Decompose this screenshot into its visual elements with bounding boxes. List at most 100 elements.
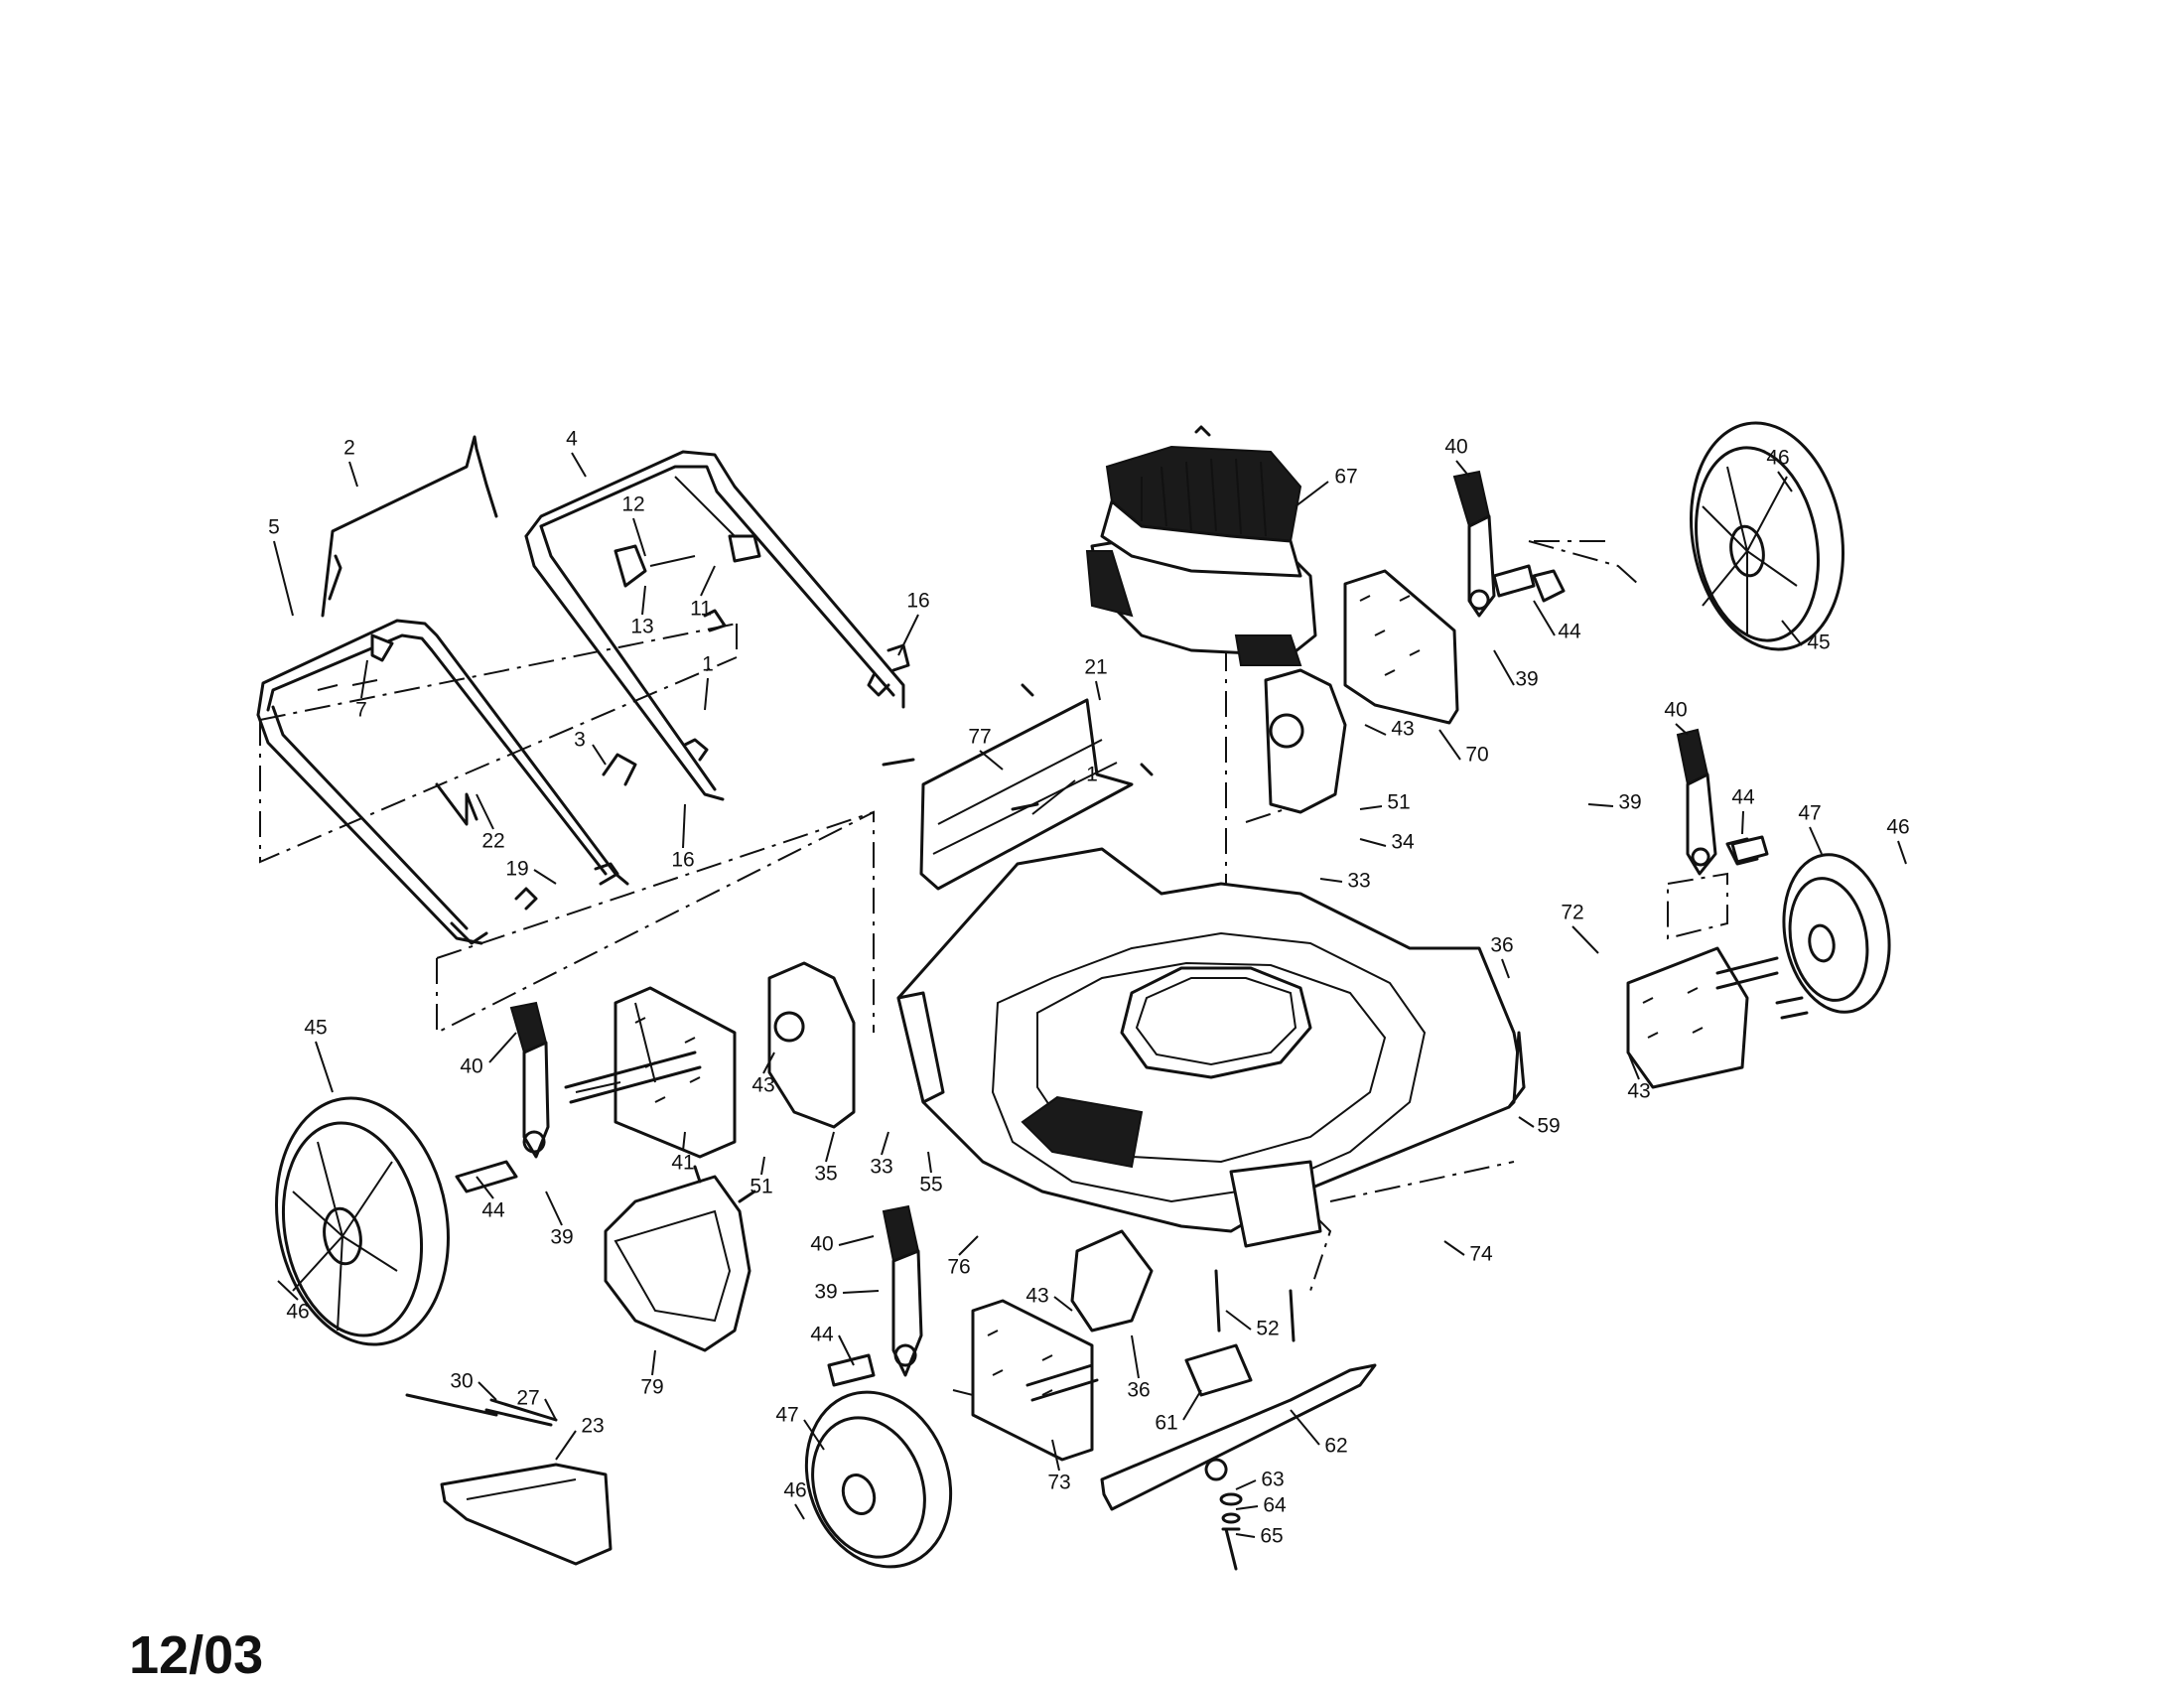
- leader-line: [1781, 620, 1803, 646]
- callout-label: 16: [906, 590, 929, 613]
- callout-label: 1: [702, 653, 714, 676]
- leader-line: [1533, 600, 1556, 636]
- leader-line: [1290, 1409, 1320, 1446]
- right-levers: [1452, 470, 1759, 876]
- leader-line: [897, 614, 919, 656]
- leader-line: [1031, 779, 1076, 815]
- callout-label: 70: [1465, 744, 1488, 767]
- callout-label: 39: [814, 1281, 837, 1304]
- leader-line: [1319, 878, 1343, 883]
- engine: [1085, 425, 1317, 666]
- callout-label: 46: [1886, 816, 1909, 839]
- callout-label: 45: [1807, 632, 1830, 654]
- leader-line: [1455, 460, 1470, 478]
- blade-assembly: [1100, 1269, 1377, 1571]
- upper-handle: [524, 450, 905, 801]
- leader-line: [360, 659, 368, 699]
- diagram-date: 12/03: [129, 1625, 263, 1684]
- callout-label: 44: [810, 1324, 834, 1346]
- leader-line: [1777, 471, 1793, 492]
- callout-label: 67: [1334, 466, 1357, 489]
- callout-label: 51: [1387, 791, 1410, 814]
- left-levers: [509, 1001, 1154, 1462]
- leader-line: [1443, 1240, 1465, 1256]
- leader-line: [1364, 724, 1387, 736]
- leader-line: [881, 1131, 889, 1156]
- mower-deck: [896, 847, 1526, 1248]
- callout-label: 79: [640, 1376, 663, 1399]
- callout-label: 4: [566, 428, 578, 451]
- leader-line: [488, 1032, 517, 1063]
- callout-label: 27: [516, 1387, 539, 1410]
- leader-line: [544, 1398, 557, 1421]
- leader-line: [533, 869, 557, 885]
- callout-label: 12: [621, 493, 644, 516]
- leader-line: [1235, 1533, 1256, 1538]
- callout-label: 16: [671, 849, 694, 872]
- callout-label: 33: [1347, 870, 1370, 893]
- callout-label: 55: [919, 1174, 942, 1196]
- leader-line: [1225, 1310, 1252, 1331]
- callout-label: 43: [1391, 718, 1414, 741]
- leader-line: [762, 1052, 775, 1074]
- callout-label: 21: [1084, 656, 1107, 679]
- leader-line: [1131, 1334, 1140, 1379]
- callout-label: 62: [1324, 1435, 1347, 1458]
- callout-label: 44: [1731, 786, 1755, 809]
- leader-line: [1359, 838, 1387, 847]
- callout-label: 43: [1025, 1285, 1048, 1308]
- leader-line: [838, 1334, 855, 1366]
- callout-label: 40: [810, 1233, 833, 1256]
- callout-label: 51: [750, 1176, 772, 1198]
- right-plates: [1264, 569, 1749, 1089]
- leader-line: [1501, 958, 1510, 979]
- leader-line: [794, 1503, 805, 1520]
- leader-line: [682, 1131, 686, 1152]
- leader-line: [1295, 481, 1329, 507]
- leader-line: [1627, 1052, 1640, 1080]
- callout-label: 63: [1261, 1469, 1284, 1491]
- leader-line: [838, 1235, 875, 1246]
- leader-line: [476, 1176, 494, 1199]
- rear-shield: [882, 683, 1154, 891]
- callout-label: 39: [1515, 668, 1538, 691]
- leader-line: [1493, 649, 1515, 686]
- leader-line: [682, 803, 686, 849]
- leader-line: [1897, 840, 1907, 865]
- callout-label: 59: [1537, 1115, 1560, 1138]
- leader-line: [1053, 1296, 1073, 1312]
- callout-label: 39: [1618, 791, 1641, 814]
- callout-label: 34: [1391, 831, 1415, 854]
- callout-label: 36: [1127, 1379, 1150, 1402]
- callout-label: 44: [481, 1199, 505, 1222]
- leader-line: [1235, 1505, 1259, 1510]
- leader-line: [1518, 1116, 1535, 1128]
- leader-line: [1587, 803, 1614, 807]
- callout-label: 52: [1256, 1318, 1279, 1340]
- leader-line: [315, 1041, 334, 1093]
- callout-label: 36: [1490, 934, 1513, 957]
- leader-line: [825, 1131, 835, 1163]
- leader-line: [704, 677, 709, 711]
- callout-label: 7: [355, 699, 367, 722]
- callout-label: 65: [1260, 1525, 1283, 1548]
- callout-label: 40: [1444, 436, 1467, 459]
- callout-label: 46: [1766, 447, 1789, 470]
- leader-line: [632, 517, 646, 557]
- leader-line: [478, 1381, 497, 1401]
- callout-label: 23: [581, 1415, 604, 1438]
- assembly-lines: [259, 540, 1728, 1402]
- callout-label: 72: [1561, 902, 1583, 924]
- leader-line: [958, 1235, 979, 1256]
- callout-label: 41: [671, 1152, 694, 1175]
- leader-line: [277, 1280, 299, 1301]
- leader-line: [803, 1419, 825, 1451]
- callout-label: 19: [505, 858, 528, 881]
- callout-label: 43: [751, 1074, 774, 1097]
- callout-label: 43: [1627, 1080, 1650, 1103]
- leader-line: [1051, 1439, 1060, 1472]
- leader-line: [979, 750, 1004, 771]
- leader-line: [592, 744, 607, 766]
- callout-label: 44: [1558, 621, 1581, 643]
